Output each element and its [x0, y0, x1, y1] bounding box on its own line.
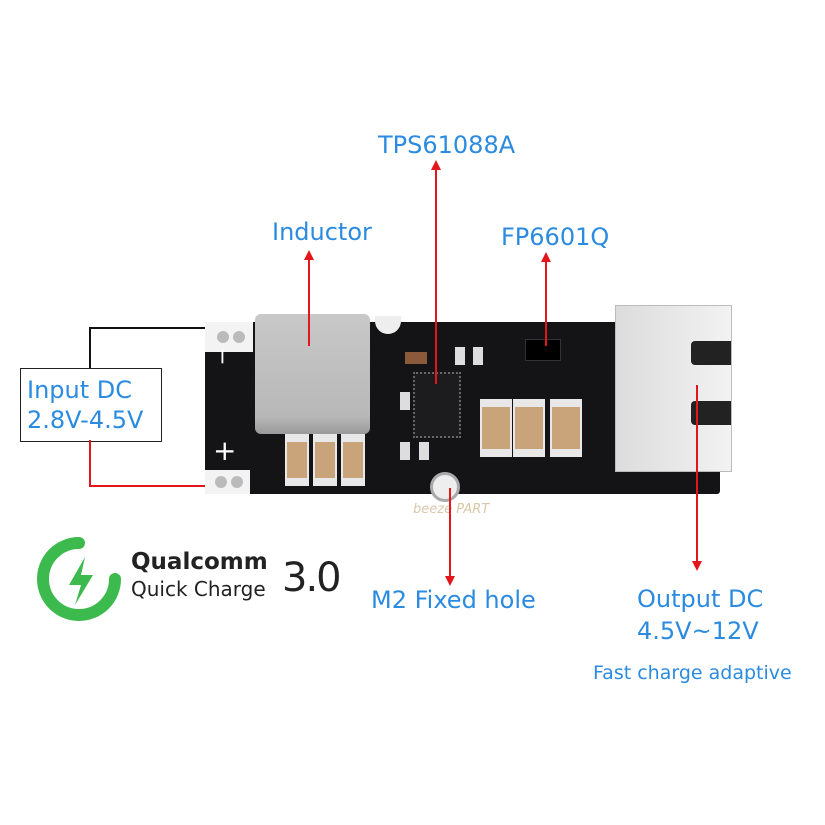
capacitor [513, 399, 545, 457]
logo-version: 3.0 [282, 555, 342, 601]
watermark: beeze PART [413, 502, 490, 517]
label-output-title: Output DC [637, 585, 764, 613]
neg-pad [205, 322, 253, 352]
pad-hole [217, 331, 229, 343]
mount-hole-top [375, 316, 401, 334]
tps61088a-chip [413, 372, 461, 438]
pos-pad [205, 470, 250, 494]
minus-mark: − [209, 347, 235, 366]
capacitor [313, 434, 337, 486]
label-inductor: Inductor [272, 218, 372, 246]
quick-charge-logo: Qualcomm Quick Charge 3.0 [35, 535, 342, 625]
negative-wire-h [89, 327, 214, 329]
label-fp6601q: FP6601Q [501, 223, 610, 251]
capacitor [480, 399, 512, 457]
usb-tab [691, 341, 731, 365]
label-tps61088a: TPS61088A [378, 131, 516, 159]
arrow-tps61088a [435, 168, 437, 384]
input-dc-title: Input DC [27, 376, 133, 404]
arrow-head-icon [541, 252, 551, 262]
input-dc-box [20, 368, 162, 442]
arrow-head-icon [692, 561, 702, 571]
arrow-head-icon [445, 576, 455, 586]
usb-port [615, 305, 732, 472]
arrow-fixed-hole [449, 488, 451, 578]
fp6601q-chip [525, 339, 561, 361]
resistor [419, 442, 429, 460]
capacitor [550, 399, 582, 457]
capacitor [341, 434, 365, 486]
input-dc-range: 2.8V-4.5V [27, 406, 144, 434]
resistor [400, 392, 410, 410]
logo-product: Quick Charge [131, 577, 266, 601]
label-fast-charge: Fast charge adaptive [593, 662, 792, 684]
pad-hole [231, 476, 243, 488]
arrow-inductor [308, 258, 310, 346]
inductor [255, 314, 370, 434]
quick-charge-bolt-icon [37, 537, 121, 621]
pad-hole [233, 331, 245, 343]
resistor [473, 347, 483, 365]
label-output-range: 4.5V~12V [637, 617, 759, 645]
pad-hole [215, 476, 227, 488]
label-fixed-hole: M2 Fixed hole [371, 586, 536, 614]
positive-wire [89, 440, 91, 486]
arrow-head-icon [304, 250, 314, 260]
resistor [405, 352, 427, 364]
arrow-head-icon [431, 160, 441, 170]
positive-wire-h [89, 485, 214, 487]
logo-brand: Qualcomm [131, 549, 268, 575]
plus-mark: + [213, 434, 237, 467]
resistor [455, 347, 465, 365]
pcb-board: − + [205, 314, 720, 502]
capacitor [285, 434, 309, 486]
arrow-fp6601q [545, 260, 547, 346]
negative-wire [89, 328, 91, 368]
arrow-output [696, 385, 698, 563]
mount-hole [430, 472, 460, 502]
resistor [400, 442, 410, 460]
